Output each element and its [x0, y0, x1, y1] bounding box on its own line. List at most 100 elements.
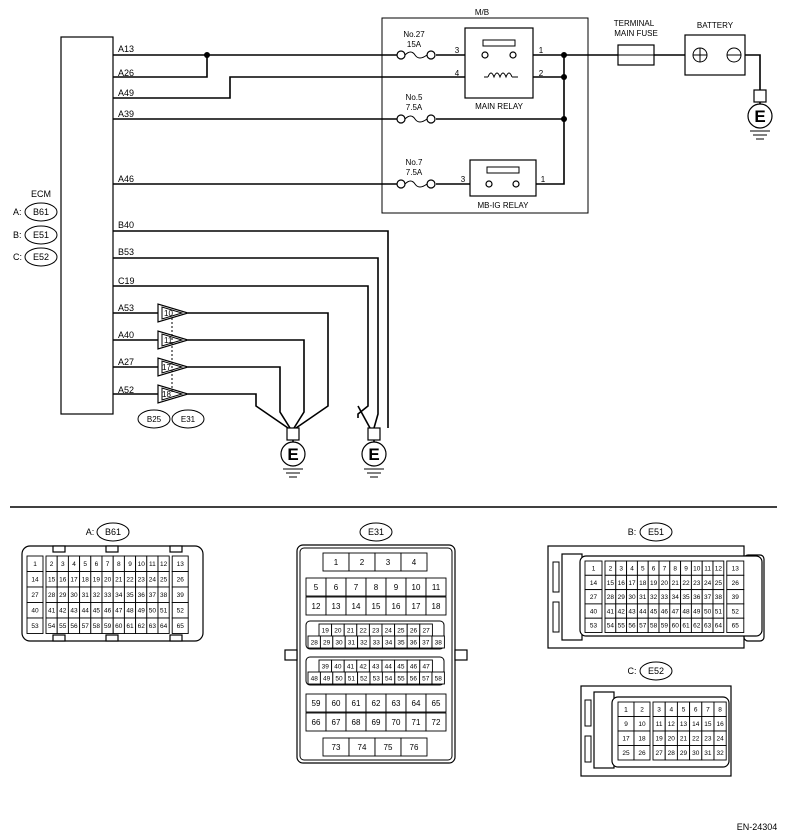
pin-number: 65 — [432, 699, 441, 708]
pin-number: 59 — [661, 623, 669, 630]
pin-a53: A53 — [118, 303, 134, 313]
pin-number: 13 — [332, 602, 341, 611]
pin-number: 51 — [348, 675, 356, 682]
pin-number: 13 — [732, 565, 740, 572]
pin-number: 9 — [684, 565, 688, 572]
pin-number: 17 — [622, 736, 630, 743]
ecm-connector-a: A: B61 — [13, 202, 58, 222]
pin-number: 70 — [392, 718, 401, 727]
pin-number: 16 — [716, 721, 724, 728]
pin-number: 2 — [50, 561, 54, 568]
pin-number: 15 — [607, 580, 615, 587]
pin-number: 31 — [348, 639, 356, 646]
svg-text:4: 4 — [455, 69, 460, 78]
pin-number: 18 — [639, 580, 647, 587]
pin-number: 11 — [704, 565, 711, 572]
pin-number: 25 — [622, 750, 630, 757]
ground-e-left: E — [280, 427, 306, 478]
pin-number: 24 — [716, 736, 724, 743]
svg-text:MAIN FUSE: MAIN FUSE — [614, 29, 658, 38]
pin-number: 26 — [638, 750, 646, 757]
pin-number: 46 — [410, 663, 418, 670]
pin-number: 22 — [682, 580, 690, 587]
pin-number: 27 — [31, 592, 39, 599]
pin-a26: A26 — [118, 68, 134, 78]
pin-number: 52 — [732, 608, 740, 615]
pin-number: 12 — [160, 561, 168, 568]
pin-number: 6 — [694, 707, 698, 714]
pin-cell — [633, 745, 651, 761]
pin-number: 45 — [93, 608, 101, 615]
svg-text:11: 11 — [164, 336, 173, 345]
pin-cell — [400, 552, 428, 572]
pin-number: 72 — [432, 718, 441, 727]
pin-number: 33 — [373, 639, 381, 646]
pin-number: 43 — [372, 663, 380, 670]
pin-number: 26 — [410, 627, 418, 634]
pin-a49: A49 — [118, 88, 134, 98]
pin-cell — [425, 596, 447, 616]
svg-text:7.5A: 7.5A — [406, 168, 423, 177]
svg-text:E52: E52 — [33, 252, 49, 262]
pin-number: 3 — [61, 561, 65, 568]
pin-number: 34 — [115, 592, 123, 599]
pin-number: 9 — [394, 583, 399, 592]
pin-number: 41 — [347, 663, 355, 670]
svg-text:E: E — [287, 445, 298, 464]
pin-number: 63 — [149, 623, 157, 630]
pin-number: 69 — [372, 718, 381, 727]
pin-number: 57 — [422, 675, 430, 682]
svg-text:3: 3 — [461, 175, 466, 184]
svg-text:7.5A: 7.5A — [406, 103, 423, 112]
pin-number: 76 — [410, 743, 419, 752]
pin-number: 7 — [354, 583, 359, 592]
pin-number: 5 — [314, 583, 319, 592]
pin-number: 29 — [323, 639, 331, 646]
svg-text:1: 1 — [539, 46, 544, 55]
pin-number: 19 — [655, 736, 663, 743]
pin-number: 52 — [360, 675, 368, 682]
pin-number: 4 — [630, 565, 634, 572]
pin-cell — [400, 737, 428, 757]
pin-number: 64 — [412, 699, 421, 708]
pin-cell — [431, 671, 445, 685]
main-fuse-box: M/B No.27 15A No.5 7.5A No.7 7.5A — [381, 8, 589, 214]
joint-connector-b25: B25 — [137, 409, 171, 429]
svg-text:1: 1 — [541, 175, 546, 184]
pin-cell — [157, 617, 170, 634]
pin-a46: A46 — [118, 174, 134, 184]
pin-number: 4 — [669, 707, 673, 714]
pin-number: 20 — [104, 577, 112, 584]
pin-number: 46 — [104, 608, 112, 615]
joint-connectors: 10 11 17 18 B25 E31 — [137, 303, 205, 429]
pin-number: 54 — [48, 623, 56, 630]
pin-number: 64 — [160, 623, 168, 630]
pin-cell — [431, 635, 445, 649]
pin-number: 11 — [656, 721, 663, 728]
pin-cell — [726, 617, 745, 633]
pin-number: 28 — [311, 639, 319, 646]
svg-text:C:: C: — [13, 252, 22, 262]
svg-text:E: E — [754, 107, 765, 126]
pin-number: 31 — [639, 594, 647, 601]
pin-number: 6 — [95, 561, 99, 568]
pin-number: 9 — [624, 721, 628, 728]
pin-number: 64 — [715, 623, 723, 630]
pin-cell — [26, 617, 44, 634]
pin-number: 60 — [332, 699, 341, 708]
pin-a40: A40 — [118, 330, 134, 340]
svg-text:E51: E51 — [33, 230, 49, 240]
pin-number: 55 — [618, 623, 626, 630]
pin-number: 2 — [609, 565, 613, 572]
pin-number: 36 — [410, 639, 418, 646]
pin-number: 1 — [334, 558, 339, 567]
pin-number: 61 — [682, 623, 690, 630]
pin-number: 61 — [126, 623, 134, 630]
battery: BATTERY — [684, 21, 746, 76]
pin-number: 50 — [335, 675, 343, 682]
pin-cell — [584, 617, 603, 633]
